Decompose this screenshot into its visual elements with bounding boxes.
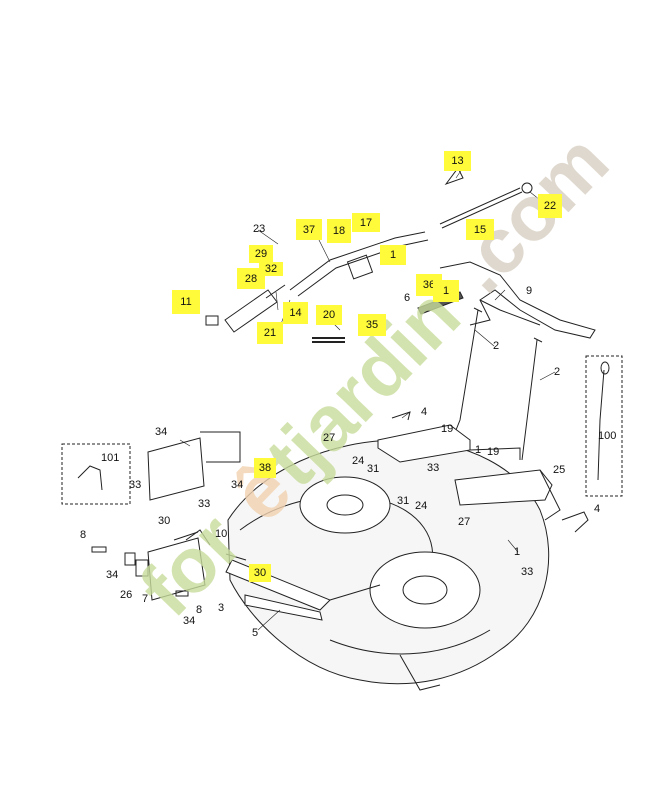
part-label-34b: 34 bbox=[231, 479, 244, 491]
bracket-25 bbox=[454, 469, 553, 506]
part-label-23: 23 bbox=[253, 223, 266, 235]
part-label-4b: 4 bbox=[594, 503, 601, 515]
part-label-27a: 27 bbox=[323, 432, 336, 444]
part-label-19a: 19 bbox=[441, 423, 454, 435]
lift-shaft bbox=[289, 231, 426, 291]
lift-rod-2b bbox=[521, 339, 538, 461]
plate-10 bbox=[147, 537, 206, 601]
part-label-30b: 30 bbox=[249, 564, 271, 582]
part-label-25: 25 bbox=[553, 464, 566, 476]
part-label-28: 28 bbox=[237, 268, 265, 289]
part-label-2b: 2 bbox=[554, 366, 561, 378]
part-label-37: 37 bbox=[296, 219, 322, 240]
part-label-31a: 31 bbox=[367, 463, 380, 475]
part-label-26: 26 bbox=[120, 589, 133, 601]
part-label-34d: 34 bbox=[183, 615, 196, 627]
part-label-8a: 8 bbox=[80, 529, 87, 541]
part-label-17: 17 bbox=[352, 213, 380, 232]
part-label-7: 7 bbox=[142, 593, 149, 605]
part-label-33a: 33 bbox=[427, 462, 440, 474]
part-label-4a: 4 bbox=[421, 406, 428, 418]
part-label-27b: 27 bbox=[458, 516, 471, 528]
part-label-22: 22 bbox=[538, 194, 562, 218]
part-label-33d: 33 bbox=[198, 498, 211, 510]
part-label-8b: 8 bbox=[196, 604, 203, 616]
part-label-6: 6 bbox=[404, 292, 411, 304]
part-label-14: 14 bbox=[283, 302, 308, 324]
part-label-32: 32 bbox=[259, 262, 283, 276]
part-label-18: 18 bbox=[327, 219, 351, 243]
part-label-1b: 1 bbox=[433, 280, 459, 302]
part-label-31b: 31 bbox=[397, 495, 410, 507]
part-label-19b: 19 bbox=[487, 446, 500, 458]
part-label-101: 101 bbox=[101, 452, 120, 464]
part-label-24b: 24 bbox=[415, 500, 428, 512]
part-label-33b: 33 bbox=[521, 566, 534, 578]
part-label-1d: 1 bbox=[514, 546, 521, 558]
part-label-34a: 34 bbox=[155, 426, 168, 438]
part-label-3: 3 bbox=[218, 602, 225, 614]
part-label-2a: 2 bbox=[493, 340, 500, 352]
part-label-1: 1 bbox=[380, 245, 406, 265]
part-label-33c: 33 bbox=[129, 479, 142, 491]
part-label-35: 35 bbox=[358, 314, 386, 336]
part-label-100: 100 bbox=[598, 430, 617, 442]
part-label-1c: 1 bbox=[475, 444, 482, 456]
part-label-29: 29 bbox=[249, 245, 273, 263]
part-label-11: 11 bbox=[172, 290, 200, 314]
plate-38 bbox=[147, 437, 205, 501]
part-label-20: 20 bbox=[316, 305, 342, 325]
part-label-10: 10 bbox=[215, 528, 228, 540]
part-label-9: 9 bbox=[526, 285, 533, 297]
deck-spindle-right bbox=[369, 551, 481, 629]
part-label-15: 15 bbox=[466, 219, 494, 240]
part-label-34c: 34 bbox=[106, 569, 119, 581]
rod-15 bbox=[439, 187, 521, 225]
part-label-38: 38 bbox=[254, 458, 276, 478]
part-label-13: 13 bbox=[444, 151, 471, 171]
part-label-30a: 30 bbox=[158, 515, 171, 527]
part-label-5: 5 bbox=[252, 627, 259, 639]
part-label-21: 21 bbox=[257, 322, 283, 344]
part-label-24a: 24 bbox=[352, 455, 365, 467]
deck-spindle-left bbox=[299, 476, 391, 534]
lift-rod-2a bbox=[451, 309, 479, 441]
lift-frame-9 bbox=[439, 261, 596, 339]
